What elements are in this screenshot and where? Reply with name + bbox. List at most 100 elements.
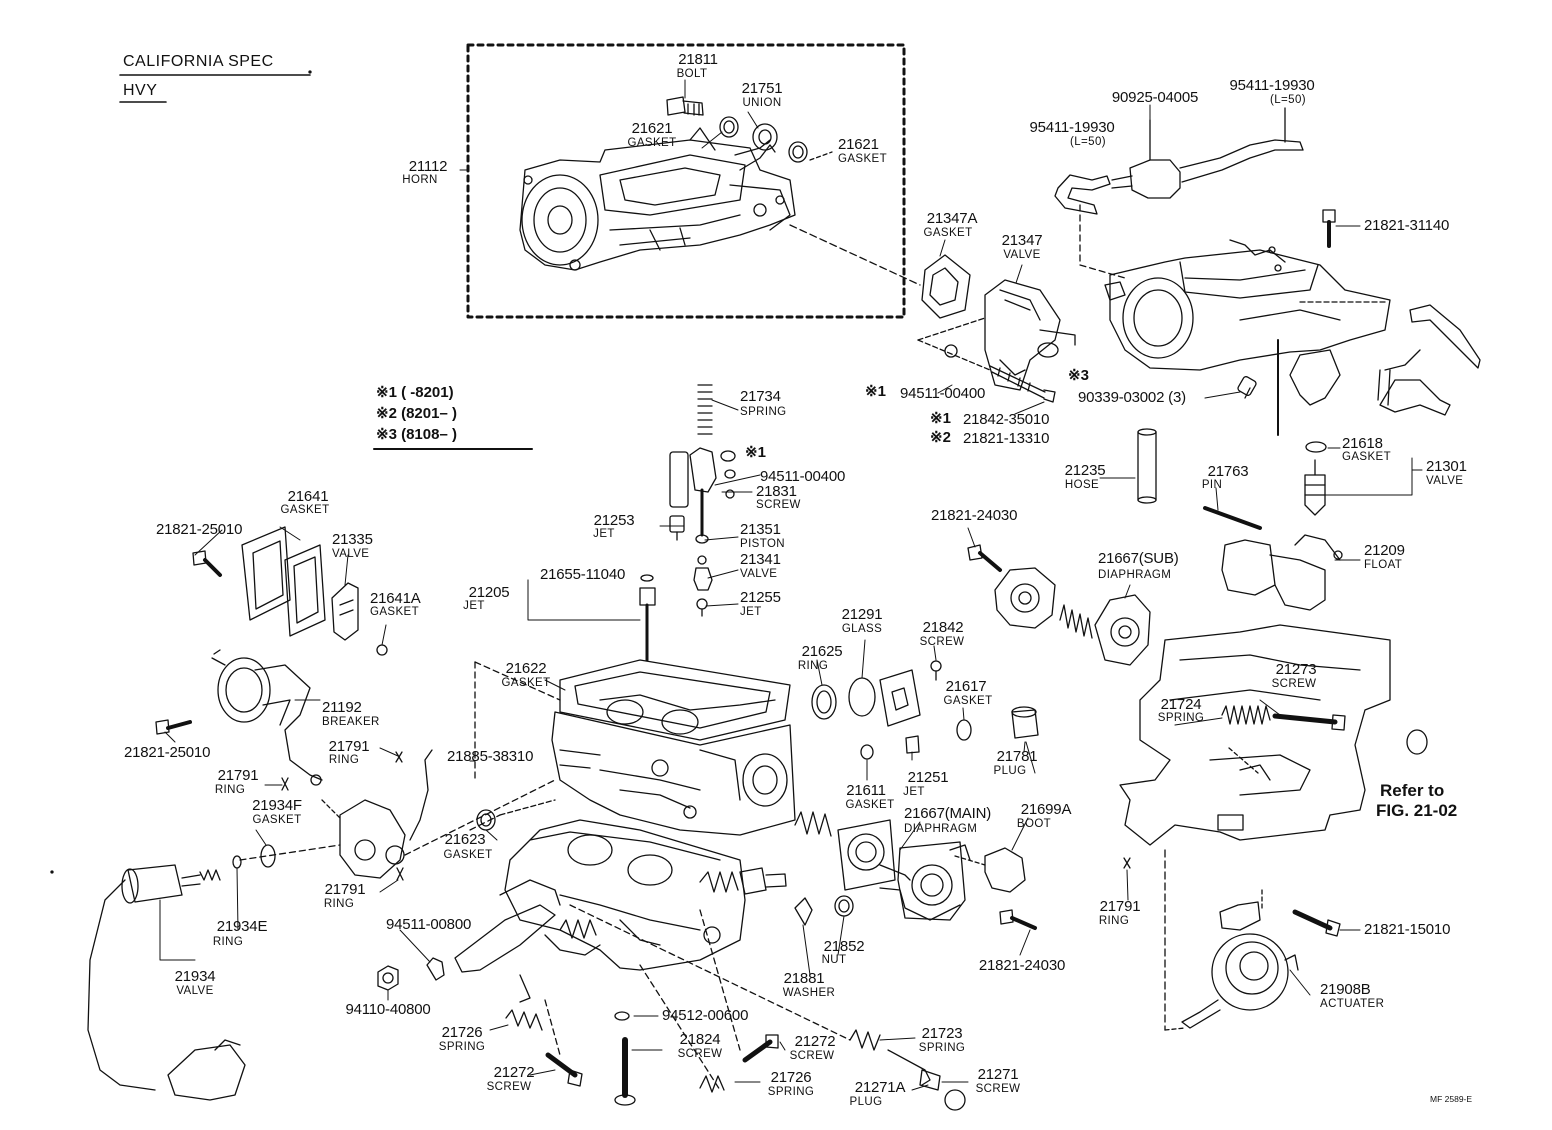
- breaker-21192: [211, 649, 323, 786]
- part-number: 21699A: [1020, 801, 1072, 818]
- screw-21272-left: [545, 1052, 583, 1087]
- part-number: 21724: [1160, 696, 1202, 713]
- marker-1-screw: ※1: [930, 410, 951, 427]
- carburetor-base-ghost: [1119, 624, 1391, 846]
- part-number: 21842: [922, 619, 964, 636]
- part-number: 21821-13310: [963, 430, 1050, 447]
- spring-21726-bottom: [699, 1075, 725, 1093]
- carburetor-body-upper: [1104, 239, 1391, 436]
- note-3: ※3 (8108– ): [376, 426, 457, 443]
- nut-21852: [834, 895, 854, 917]
- marker-1-piston: ※1: [745, 444, 766, 461]
- part-name: RING: [1098, 915, 1130, 927]
- main-diaphragm-21667: [879, 841, 971, 921]
- part-number: 94511-00800: [386, 916, 472, 933]
- part-number: 21842-35010: [963, 411, 1050, 428]
- adjust-screw-ref: [1406, 729, 1428, 755]
- part-name: GASKET: [370, 606, 420, 618]
- gasket-21625: [811, 684, 837, 720]
- screw-21821-15010: [1292, 909, 1341, 937]
- part-name: JET: [903, 786, 925, 798]
- part-number: 21112: [408, 158, 448, 175]
- part-number: 21205: [468, 584, 510, 601]
- jet-21255: [696, 598, 708, 617]
- part-number: 21791: [1099, 898, 1141, 915]
- screw-21824: [614, 1037, 636, 1106]
- piston-21351-housing: [669, 447, 717, 544]
- main-diaphragm-gasket: [837, 819, 911, 891]
- part-number: 21271A: [854, 1079, 906, 1096]
- throttle-lever: [454, 879, 601, 1003]
- part-number: 21251: [907, 769, 949, 786]
- part-name: SCREW: [975, 1083, 1021, 1095]
- model-code: HVY: [123, 82, 158, 99]
- marker-2-screw: ※2: [930, 429, 951, 446]
- part-name: GASKET: [943, 695, 993, 707]
- part-name: NUT: [821, 954, 847, 966]
- part-name: RING: [212, 936, 244, 948]
- ring-21791-left: [281, 777, 289, 791]
- part-name: GASKET: [280, 504, 330, 516]
- part-number: 21235: [1064, 462, 1106, 479]
- part-name: GASKET: [501, 677, 551, 689]
- part-number: 95411-19930: [1229, 77, 1315, 94]
- bolt-21811: [666, 96, 704, 116]
- air-horn-assembly: [519, 127, 796, 271]
- screw-90339-03002: [1237, 376, 1257, 396]
- part-name: GASKET: [443, 849, 493, 861]
- reference-line-1: Refer to: [1380, 781, 1445, 800]
- part-name: GASKET: [252, 814, 302, 826]
- sub-diaphragm-cover: [994, 567, 1056, 629]
- part-name: VALVE: [740, 568, 778, 580]
- part-number: 21723: [921, 1025, 963, 1042]
- assembly-lines: [239, 779, 851, 1091]
- part-name: SPRING: [740, 406, 787, 418]
- part-name: VALVE: [332, 548, 370, 560]
- screw-21272-center: [742, 1034, 779, 1063]
- part-number: 21347: [1001, 232, 1043, 249]
- part-name: PLUG: [849, 1096, 883, 1108]
- marker-3-valve: ※3: [1068, 367, 1089, 384]
- part-name: ACTUATER: [1320, 998, 1385, 1010]
- part-number: 94511-00400: [760, 468, 846, 485]
- part-number: 90339-03002 (3): [1078, 389, 1186, 406]
- part-number: 21824: [679, 1031, 721, 1048]
- part-name: BOLT: [676, 68, 708, 80]
- part-number: 21821-24030: [931, 507, 1018, 524]
- part-number: 21347A: [926, 210, 978, 227]
- spring-21734: [697, 384, 713, 435]
- part-name: SCREW: [756, 499, 801, 511]
- part-number: 21908B: [1320, 981, 1371, 998]
- spring-21724: [1221, 705, 1271, 725]
- nut-94110-40800: [377, 965, 399, 991]
- part-number: 95411-19930: [1029, 119, 1115, 136]
- horn-pipe: [734, 139, 771, 156]
- marker-1-nut: ※1: [865, 383, 886, 400]
- gasket-21617: [956, 719, 972, 741]
- part-number: 21831: [756, 483, 797, 500]
- boot-21699a: [984, 847, 1026, 893]
- part-number: 94512-00600: [662, 1007, 749, 1024]
- throttle-body: [504, 819, 746, 971]
- actuator-21908b: [1164, 849, 1299, 1031]
- part-number: 94110-40800: [345, 1001, 431, 1018]
- nut-94511-00800: [426, 957, 445, 981]
- plug-screw-21271: [887, 1049, 966, 1111]
- part-number: 21821-15010: [1364, 921, 1451, 938]
- part-name: (L=50): [1070, 136, 1106, 148]
- part-number: 21852: [823, 938, 865, 955]
- part-number: 21667(MAIN): [904, 805, 992, 822]
- part-name: DIAPHRAGM: [904, 823, 978, 835]
- screw-21821-31140: [1322, 209, 1336, 248]
- valve-21335: [331, 582, 359, 641]
- part-name: FLOAT: [1364, 559, 1403, 571]
- part-number: 21255: [740, 589, 781, 606]
- part-number: 21821-24030: [978, 957, 1066, 974]
- part-number: 21726: [770, 1069, 812, 1086]
- part-name: JET: [740, 606, 762, 618]
- jet-21205: [639, 574, 656, 662]
- part-number: 21253: [593, 512, 635, 529]
- part-name: SCREW: [789, 1050, 835, 1062]
- screw-21821-24030a: [967, 544, 1002, 572]
- part-name: RING: [797, 660, 829, 672]
